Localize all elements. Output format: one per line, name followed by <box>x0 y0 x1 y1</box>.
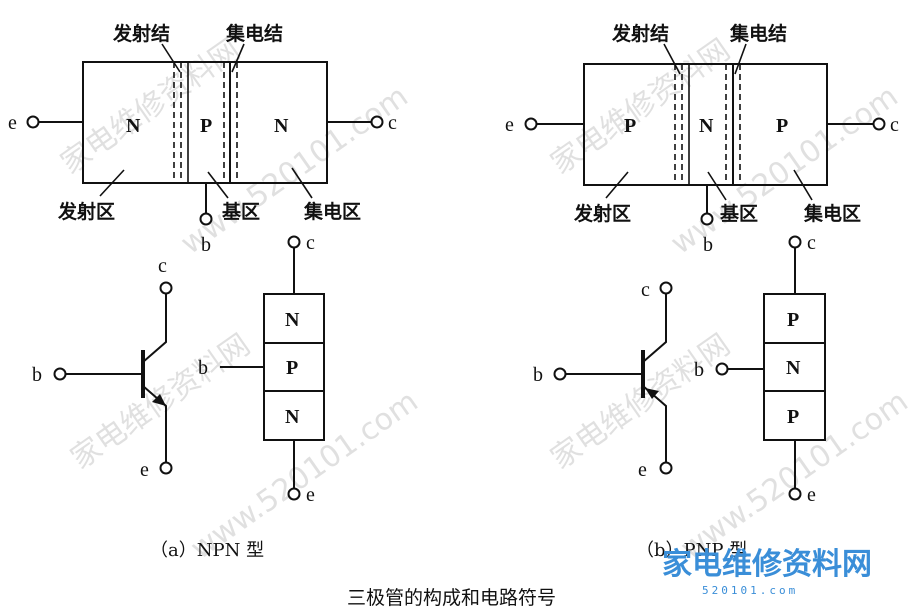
npn-symbol-pin-b: b <box>32 364 42 386</box>
logo-number: 520101.com <box>702 584 798 597</box>
pnp-caption: （b）PNP 型 <box>636 540 747 561</box>
pnp-collector-terminal <box>872 117 886 131</box>
pnp-pin-c: c <box>890 114 899 136</box>
pnp-symbol-emitter-arrow <box>645 388 659 399</box>
pnp-pin-e: e <box>505 114 514 136</box>
site-logo: 家电维修资料网 520101.com <box>662 547 872 597</box>
npn-pin-b: b <box>201 234 211 256</box>
pnp-stack-base-terminal <box>715 362 729 376</box>
pnp-stack-mid: N <box>786 357 801 379</box>
npn-emitter-region-label: 发射区 <box>57 200 115 223</box>
npn-stack-pin-c: c <box>306 232 315 254</box>
npn-collector-junction-leader <box>231 43 245 73</box>
npn-symbol-emitter-terminal <box>159 461 173 475</box>
pnp-structure: P N P e c b 发射结 集电结 发射区 基区 集电区 <box>505 22 899 256</box>
pnp-symbol-pin-b: b <box>533 364 543 386</box>
npn-region-right: N <box>274 115 289 137</box>
pnp-emitter-region-label: 发射区 <box>573 202 631 225</box>
npn-stack-bottom: N <box>285 406 300 428</box>
pnp-symbol-base-terminal <box>553 367 567 381</box>
npn-structure: N P N e c b 发射结 集电结 发射区 基区 集电区 <box>8 22 397 256</box>
npn-stack-pin-e: e <box>306 484 315 506</box>
npn-symbol-collector <box>142 294 167 363</box>
npn-pin-e: e <box>8 112 17 134</box>
watermark-cn-4: 家电维修资料网 <box>545 327 737 476</box>
npn-base-region-label: 基区 <box>221 200 260 223</box>
npn-stack-top: N <box>285 309 300 331</box>
npn-emitter-junction-leader <box>161 43 181 73</box>
pnp-collector-region-label: 集电区 <box>803 202 861 225</box>
pnp-collector-junction-label: 集电结 <box>729 22 787 45</box>
npn-stack: c N P N b e <box>198 232 325 506</box>
npn-symbol-base-terminal <box>53 367 67 381</box>
npn-base-terminal <box>199 212 213 226</box>
pnp-region-mid: N <box>699 115 714 137</box>
pnp-emitter-junction-leader <box>663 43 681 75</box>
npn-base-region-leader <box>207 171 229 199</box>
pnp-base-region-leader <box>707 171 727 201</box>
pnp-base-terminal <box>700 212 714 226</box>
pnp-collector-region-leader <box>793 169 813 201</box>
npn-pin-c: c <box>388 112 397 134</box>
npn-collector-junction-label: 集电结 <box>225 22 283 45</box>
pnp-stack-bottom: P <box>787 406 799 428</box>
pnp-stack-pin-c: c <box>807 232 816 254</box>
figure-title: 三极管的构成和电路符号 <box>347 587 556 609</box>
npn-collector-region-label: 集电区 <box>303 200 361 223</box>
npn-symbol-collector-terminal <box>159 281 173 295</box>
npn-stack-emitter-terminal <box>287 487 301 501</box>
watermark-cn-3: 家电维修资料网 <box>545 32 737 181</box>
npn-stack-pin-b: b <box>198 357 208 379</box>
pnp-symbol-emitter-terminal <box>659 461 673 475</box>
pnp-base-region-label: 基区 <box>719 202 758 225</box>
npn-region-mid: P <box>200 115 212 137</box>
pnp-stack-emitter-terminal <box>788 487 802 501</box>
npn-symbol-pin-e: e <box>140 459 149 481</box>
npn-emitter-terminal <box>26 115 40 129</box>
pnp-region-left: P <box>624 115 636 137</box>
pnp-stack-pin-e: e <box>807 484 816 506</box>
pnp-region-right: P <box>776 115 788 137</box>
npn-collector-region-leader <box>291 167 313 199</box>
npn-collector-terminal <box>370 115 384 129</box>
pnp-symbol-collector-terminal <box>659 281 673 295</box>
pnp-symbol-pin-e: e <box>638 459 647 481</box>
npn-stack-mid: P <box>286 357 298 379</box>
pnp-emitter-junction-label: 发射结 <box>611 22 669 45</box>
npn-emitter-region-leader <box>99 169 125 197</box>
npn-emitter-junction-label: 发射结 <box>112 22 170 45</box>
npn-symbol-pin-c: c <box>158 255 167 277</box>
pnp-stack-top: P <box>787 309 799 331</box>
npn-caption: （a）NPN 型 <box>150 540 264 561</box>
pnp-stack-pin-b: b <box>694 359 704 381</box>
logo-text: 家电维修资料网 <box>662 547 872 582</box>
npn-symbol: b c e <box>32 255 173 481</box>
pnp-emitter-region-leader <box>605 171 629 199</box>
watermark: 家电维修资料网 www.520101.com 家电维修资料网 www.52010… <box>55 32 914 566</box>
pnp-pin-b: b <box>703 234 713 256</box>
pnp-emitter-terminal <box>524 117 538 131</box>
pnp-stack-collector-terminal <box>788 235 802 249</box>
pnp-symbol-collector <box>642 294 667 363</box>
pnp-collector-junction-leader <box>734 43 747 75</box>
watermark-url-3: www.520101.com <box>665 79 905 262</box>
pnp-symbol-pin-c: c <box>641 279 650 301</box>
npn-stack-collector-terminal <box>287 235 301 249</box>
npn-symbol-emitter-arrow <box>152 394 166 406</box>
pnp-stack: c P N P b e <box>694 232 826 506</box>
pnp-symbol: b c e <box>533 279 673 481</box>
npn-region-left: N <box>126 115 141 137</box>
